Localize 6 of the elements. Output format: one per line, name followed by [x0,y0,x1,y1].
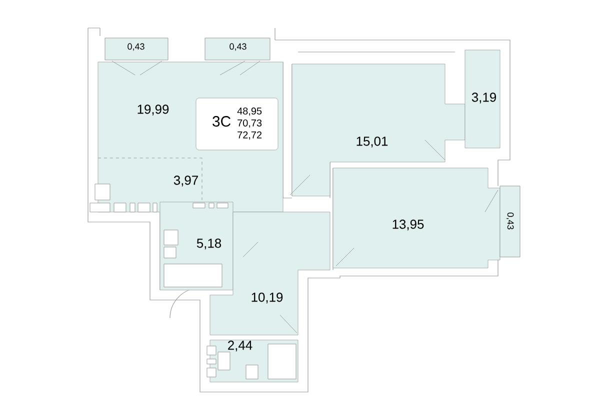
room: 3,19 [464,50,500,148]
balcony: 0,43 [500,186,520,258]
area-info-box: 3С 48,95 70,73 72,72 [196,98,278,150]
kitchen-zone: 3,97 [98,158,202,200]
balcony: 0,43 [204,38,270,60]
balcony: 0,43 [104,38,168,60]
